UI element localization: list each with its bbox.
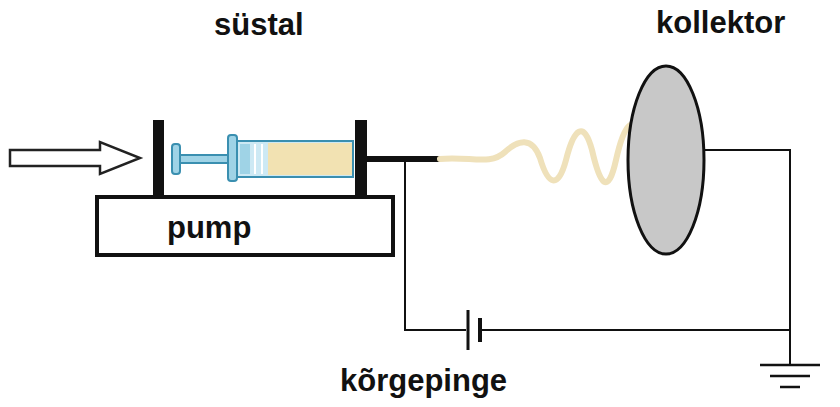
wire xyxy=(405,159,466,330)
syringe-piston xyxy=(240,144,250,174)
needle xyxy=(367,156,440,162)
plunger-head xyxy=(172,144,180,174)
collector-ellipse xyxy=(620,4,834,262)
pump-label: pump xyxy=(167,211,251,245)
ground-symbol xyxy=(780,386,800,389)
push-arrow xyxy=(10,142,140,174)
ground-symbol xyxy=(789,330,791,365)
pump-box: pump xyxy=(95,195,395,257)
collector-plate: kollektor xyxy=(620,4,834,262)
polymer-solution xyxy=(268,143,352,175)
syringe-label: süstal xyxy=(214,8,304,42)
voltage-label: kõrgepinge xyxy=(340,364,507,398)
battery-symbol xyxy=(478,318,482,342)
syringe-barrel xyxy=(237,141,353,177)
barrel-flange xyxy=(228,135,237,181)
ground-symbol xyxy=(770,375,810,378)
collector-label: kollektor xyxy=(656,6,785,40)
ground-symbol xyxy=(760,364,820,367)
holder-plate xyxy=(355,120,367,196)
holder-plate xyxy=(153,120,164,196)
battery-symbol xyxy=(467,310,470,350)
